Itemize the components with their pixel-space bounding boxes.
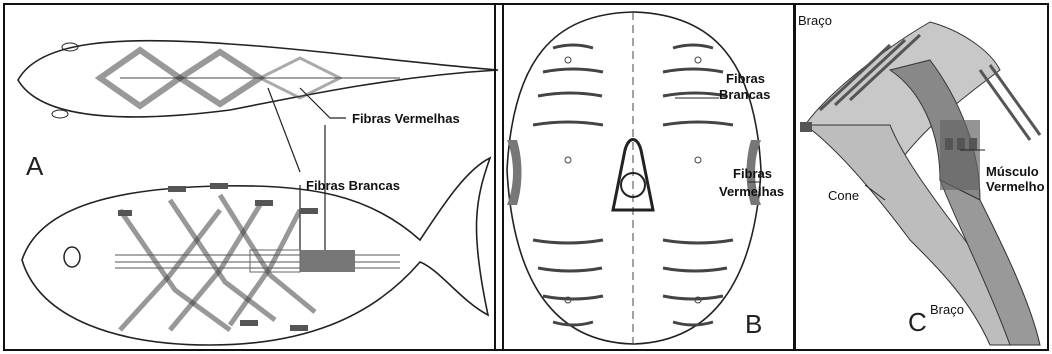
cross-section-outline — [507, 12, 761, 344]
panel-a-drawing — [0, 0, 505, 354]
panel-a: Fibras Vermelhas Fibras Brancas A — [0, 0, 505, 354]
label-fibras-vermelhas-a: Fibras Vermelhas — [352, 112, 460, 127]
label-cone: Cone — [828, 189, 859, 204]
label-fibras-brancas-b-2: Brancas — [719, 88, 770, 103]
panel-c: Braço Cone Braço Músculo Vermelho C — [790, 0, 1052, 354]
panel-c-letter: C — [908, 308, 927, 338]
label-musculo-1: Músculo — [986, 165, 1039, 180]
label-musculo-2: Vermelho — [986, 180, 1045, 195]
panel-b-letter: B — [745, 310, 762, 340]
label-braco-top: Braço — [798, 14, 832, 29]
panel-a-letter: A — [26, 152, 43, 182]
label-fibras-brancas-a: Fibras Brancas — [306, 179, 400, 194]
label-braco-bottom: Braço — [930, 303, 964, 318]
label-fibras-vermelhas-b-2: Vermelhas — [719, 185, 784, 200]
panel-b: Fibras Brancas Fibras Vermelhas B — [493, 0, 797, 354]
label-fibras-vermelhas-b-1: Fibras — [733, 167, 772, 182]
label-fibras-brancas-b-1: Fibras — [726, 72, 765, 87]
